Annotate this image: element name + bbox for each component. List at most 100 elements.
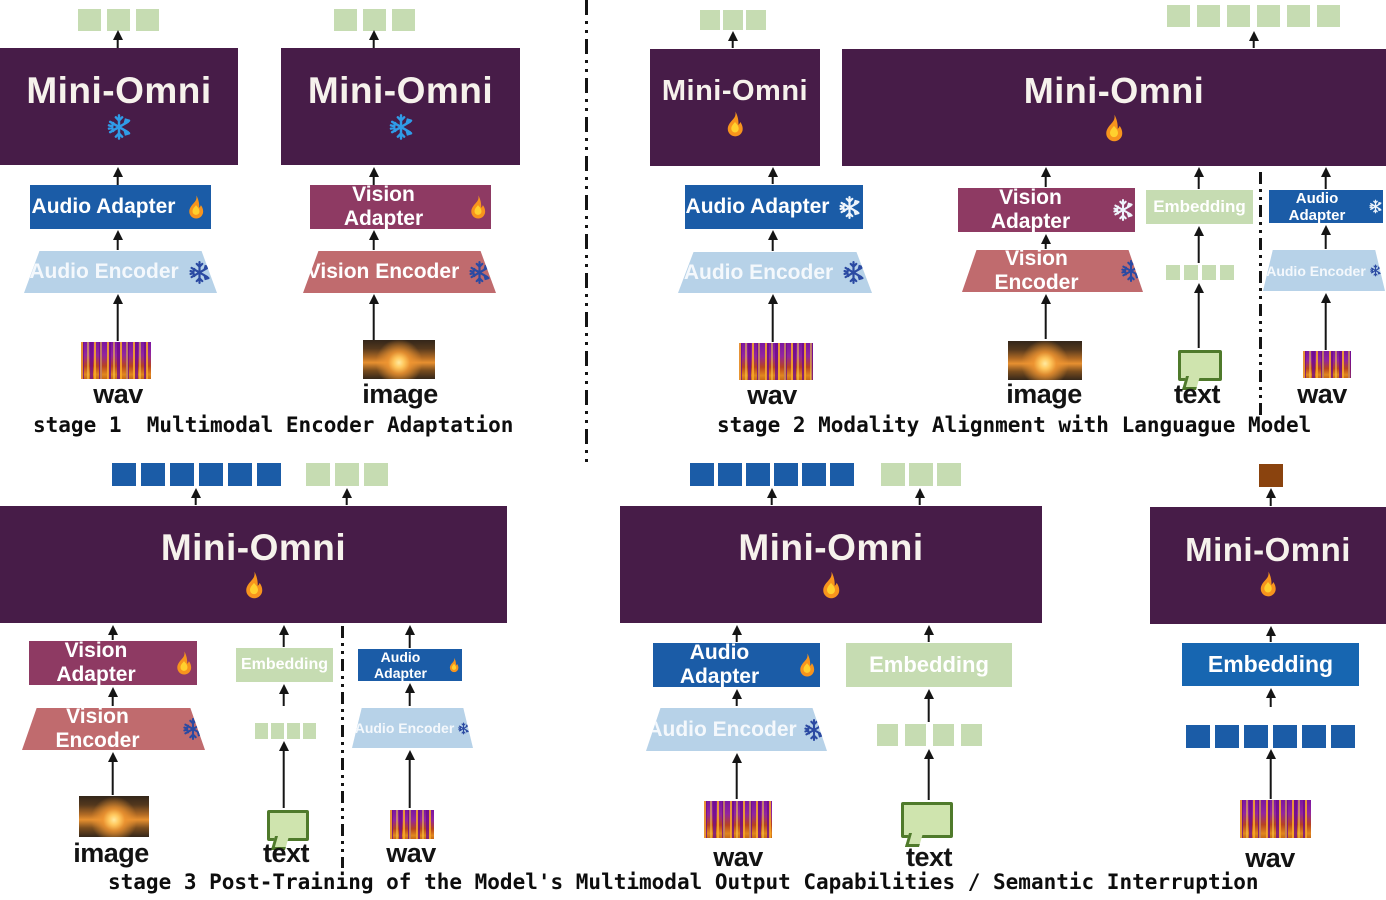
arrow-up: [278, 684, 289, 706]
token-square: [690, 463, 714, 486]
input-label: text: [1173, 379, 1221, 409]
arrow-up: [914, 488, 925, 505]
token-square: [1215, 725, 1239, 748]
flame-icon: [183, 194, 209, 220]
token-square: [933, 724, 954, 746]
token-row: [112, 463, 281, 486]
token-row: [78, 9, 159, 31]
adapter-label: Audio Adapter: [685, 195, 830, 218]
adapter-label: Audio Adapter: [679, 641, 760, 688]
arrow-up: [1320, 293, 1331, 350]
snowflake-icon: [837, 195, 862, 220]
arrow-up: [923, 625, 934, 642]
wav-spectrogram: [1240, 800, 1311, 838]
token-square: [107, 9, 130, 31]
input-label: wav: [93, 379, 143, 409]
audio-adapter-box: Audio Adapter: [358, 649, 462, 681]
token-square: [1220, 265, 1234, 280]
token-row: [877, 724, 982, 746]
mini-omni-box: Mini-Omni: [620, 506, 1042, 623]
arrow-up: [767, 167, 778, 184]
token-square: [723, 10, 743, 30]
audio-adapter-box: Audio Adapter: [685, 185, 863, 229]
snowflake-icon: [802, 718, 826, 742]
arrow-up: [341, 488, 352, 505]
embedding-box: Embedding: [236, 648, 333, 682]
token-row: [1166, 265, 1234, 280]
encoder-label: Vision Encoder: [306, 260, 460, 283]
arrow-up: [1265, 626, 1276, 642]
snowflake-icon: [1111, 198, 1135, 222]
token-row: [334, 9, 415, 31]
token-square: [718, 463, 742, 486]
input-label: image: [362, 379, 438, 409]
snowflake-icon: [1368, 199, 1383, 214]
model-title: Mini-Omni: [160, 527, 347, 568]
token-square: [905, 724, 926, 746]
token-row: [1167, 5, 1340, 27]
audio-adapter-box: Audio Adapter: [30, 185, 211, 229]
model-title: Mini-Omni: [738, 527, 924, 568]
adapter-label: Audio Adapter: [374, 649, 427, 681]
model-title: Mini-Omni: [661, 75, 809, 107]
flame-icon: [1099, 113, 1129, 143]
arrow-up: [112, 294, 123, 341]
encoder-label: Audio Encoder: [647, 717, 797, 741]
arrow-up: [1265, 488, 1276, 506]
snowflake-icon: [457, 722, 470, 735]
stage1-caption: stage 1 Multimodal Encoder Adaptation: [33, 413, 514, 437]
token-square: [1317, 5, 1340, 27]
arrow-up: [1040, 167, 1051, 187]
token-square: [257, 463, 281, 486]
encoder-label: Vision Encoder: [994, 247, 1079, 294]
mini-omni-box: Mini-Omni: [650, 49, 820, 166]
stage2-caption: stage 2 Modality Alignment with Languagu…: [717, 413, 1312, 437]
token-square: [746, 10, 766, 30]
token-row: [700, 10, 766, 30]
mini-omni-box: Mini-Omni: [0, 48, 238, 165]
token-square: [830, 463, 854, 486]
encoder-label: Audio Encoder: [1266, 262, 1366, 279]
token-square: [1227, 5, 1250, 27]
text-bubble-icon: [901, 802, 953, 838]
arrow-up: [731, 689, 742, 706]
token-square: [306, 463, 330, 486]
arrow-up: [1320, 167, 1331, 189]
mini-omni-box: Mini-Omni: [281, 48, 520, 165]
token-square: [255, 723, 268, 739]
input-label: wav: [747, 380, 797, 410]
input-label: wav: [386, 838, 436, 868]
input-label: wav: [713, 842, 763, 872]
arrow-up: [368, 294, 379, 341]
arrow-up: [107, 625, 118, 640]
input-label: text: [905, 842, 953, 872]
token-square: [1197, 5, 1220, 27]
token-square: [700, 10, 720, 30]
token-square: [909, 463, 933, 486]
token-row: [1259, 464, 1283, 487]
token-square: [364, 463, 388, 486]
arrow-up: [107, 687, 118, 706]
arrow-up: [731, 625, 742, 642]
arrow-up: [1265, 688, 1276, 707]
model-title: Mini-Omni: [307, 70, 494, 111]
audio-adapter-box: Audio Adapter: [653, 641, 820, 688]
token-square: [335, 463, 359, 486]
token-square: [961, 724, 982, 746]
text-bubble-icon: [1178, 350, 1222, 381]
encoder-label: Audio Encoder: [683, 260, 834, 284]
embedding-label: Embedding: [1153, 197, 1246, 216]
arrow-up: [404, 625, 415, 648]
arrow-up: [107, 752, 118, 795]
arrow-up: [1193, 167, 1204, 189]
token-row: [1186, 725, 1355, 748]
flame-icon: [239, 570, 269, 600]
vision-adapter-box: Vision Adapter: [958, 186, 1135, 233]
arrow-up: [112, 167, 123, 185]
arrow-up: [278, 625, 289, 647]
encoder-label: Audio Encoder: [29, 260, 179, 283]
arrow-up: [1265, 749, 1276, 799]
wav-spectrogram: [390, 810, 434, 839]
wav-spectrogram: [81, 342, 151, 379]
arrow-up: [923, 749, 934, 800]
